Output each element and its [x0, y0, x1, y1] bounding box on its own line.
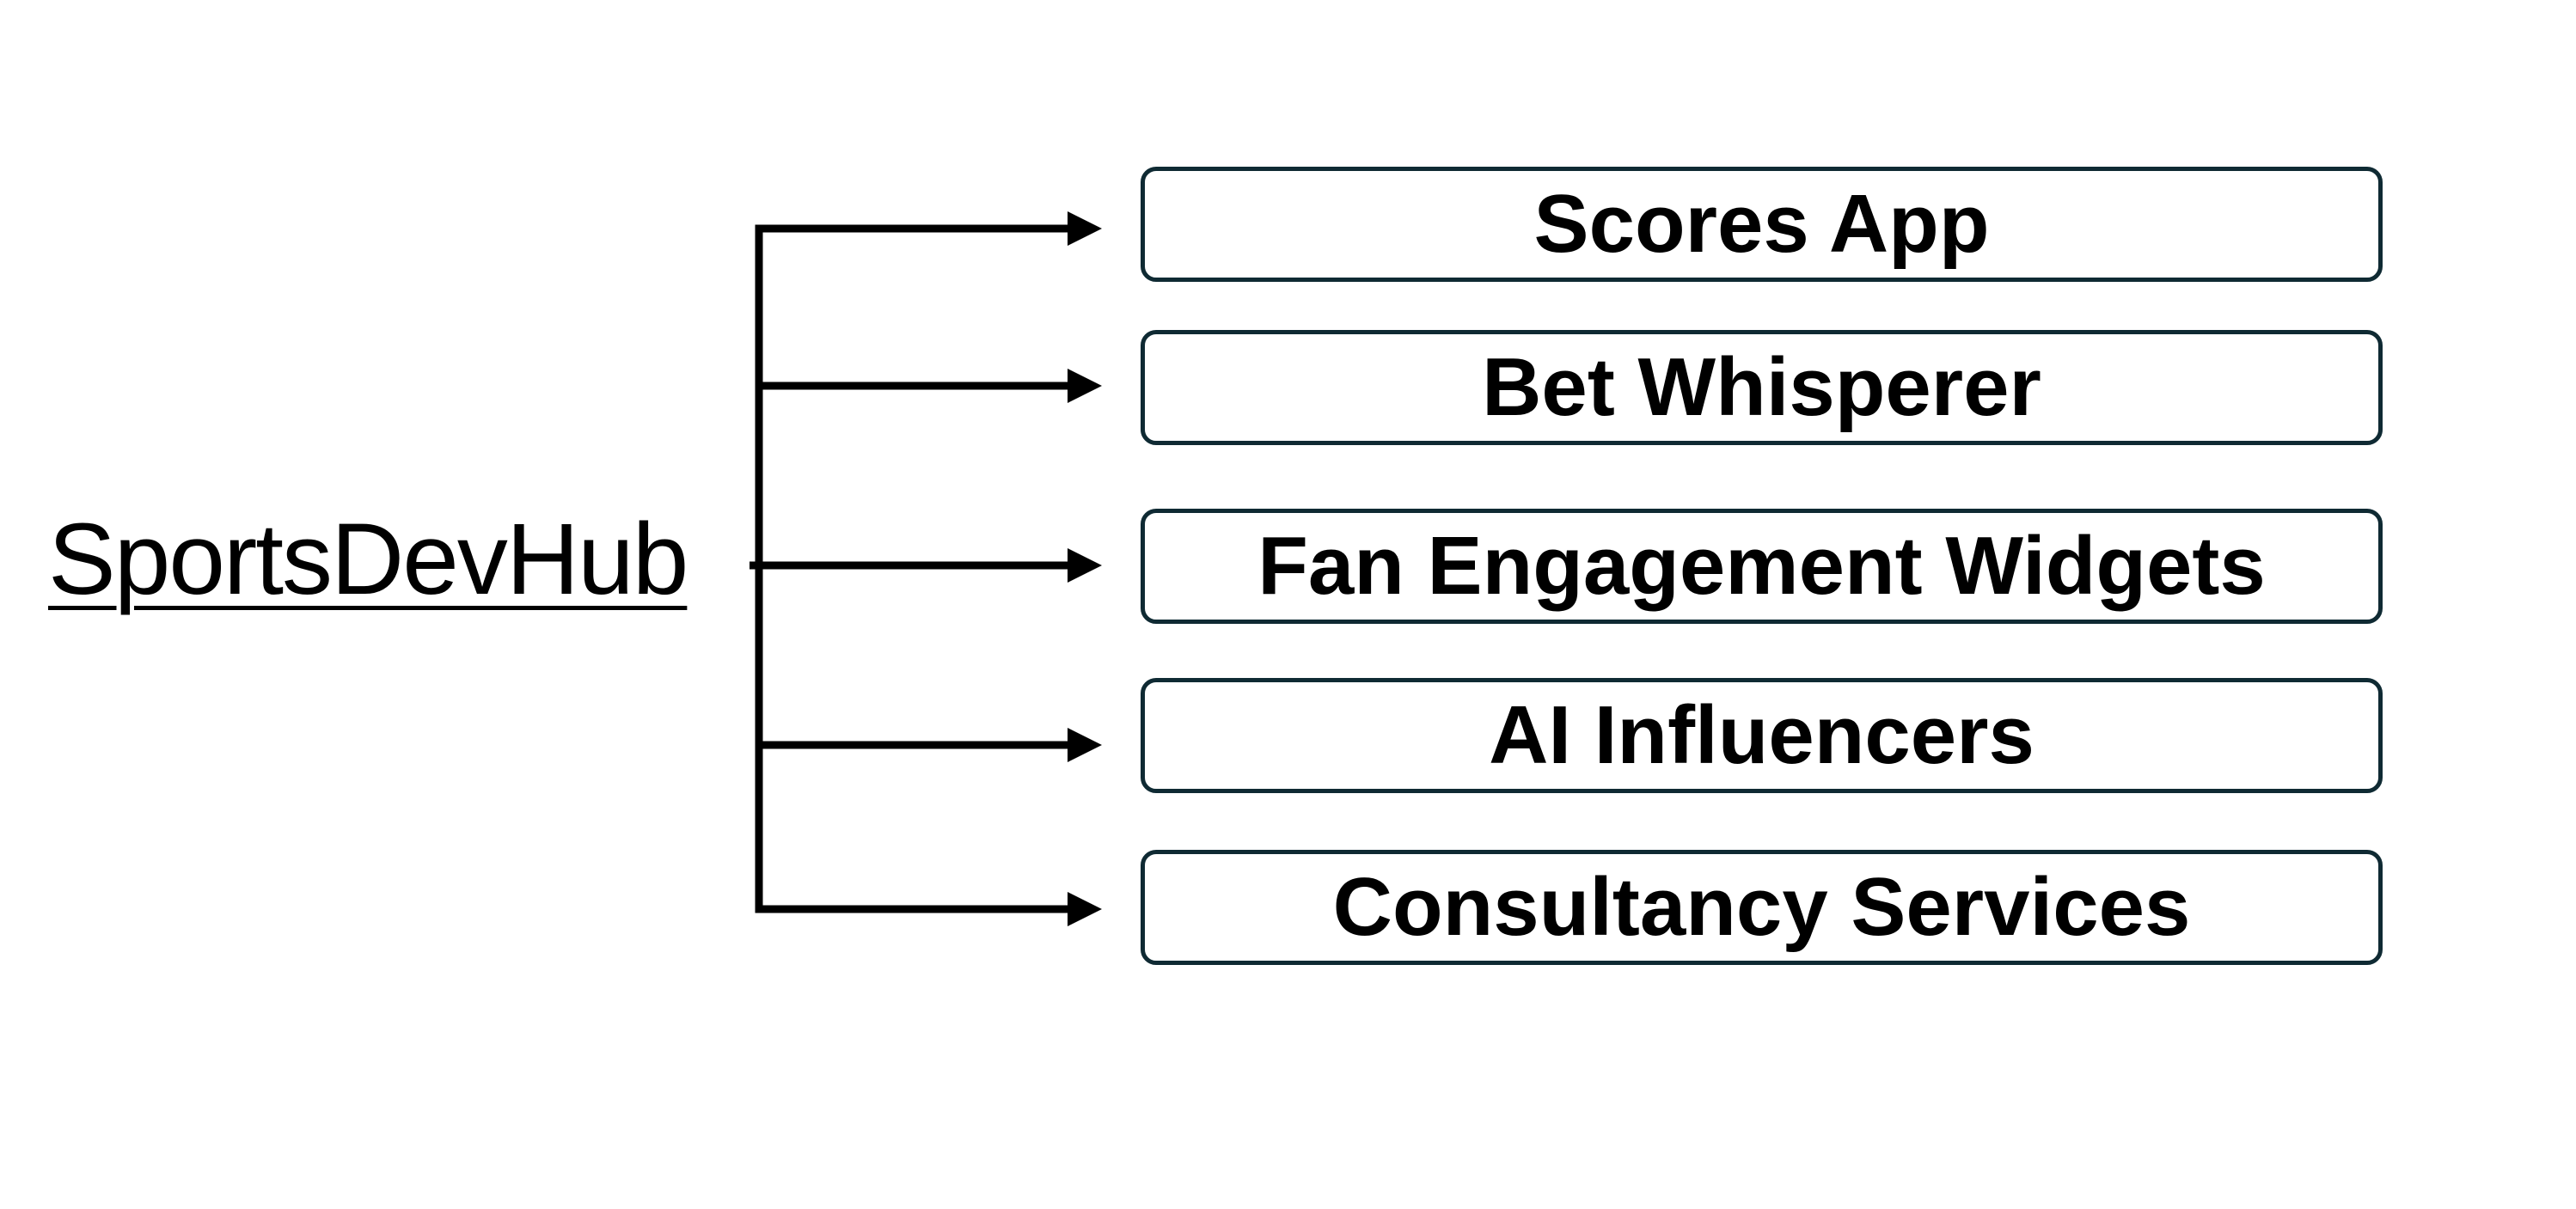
arrowhead-icon: [1068, 369, 1102, 403]
child-node-label: Bet Whisperer: [1482, 341, 2041, 433]
child-node-label: Fan Engagement Widgets: [1257, 520, 2266, 612]
arrowhead-icon: [1068, 211, 1102, 246]
branch-arrow-1: [759, 211, 1102, 246]
child-node-scores-app[interactable]: Scores App: [1141, 167, 2383, 282]
root-node-label[interactable]: SportsDevHub: [48, 503, 688, 616]
branch-arrow-4: [759, 728, 1102, 762]
child-node-consultancy-services[interactable]: Consultancy Services: [1141, 850, 2383, 965]
arrowhead-icon: [1068, 548, 1102, 583]
child-node-label: AI Influencers: [1489, 689, 2034, 781]
child-node-label: Scores App: [1533, 178, 1990, 270]
child-node-ai-influencers[interactable]: AI Influencers: [1141, 678, 2383, 793]
arrowhead-icon: [1068, 728, 1102, 762]
branch-arrow-3: [759, 548, 1102, 583]
child-node-fan-engagement-widgets[interactable]: Fan Engagement Widgets: [1141, 509, 2383, 624]
arrowhead-icon: [1068, 892, 1102, 926]
child-node-bet-whisperer[interactable]: Bet Whisperer: [1141, 330, 2383, 445]
child-node-label: Consultancy Services: [1332, 861, 2191, 953]
branch-arrow-5: [759, 892, 1102, 926]
branch-arrow-2: [759, 369, 1102, 403]
